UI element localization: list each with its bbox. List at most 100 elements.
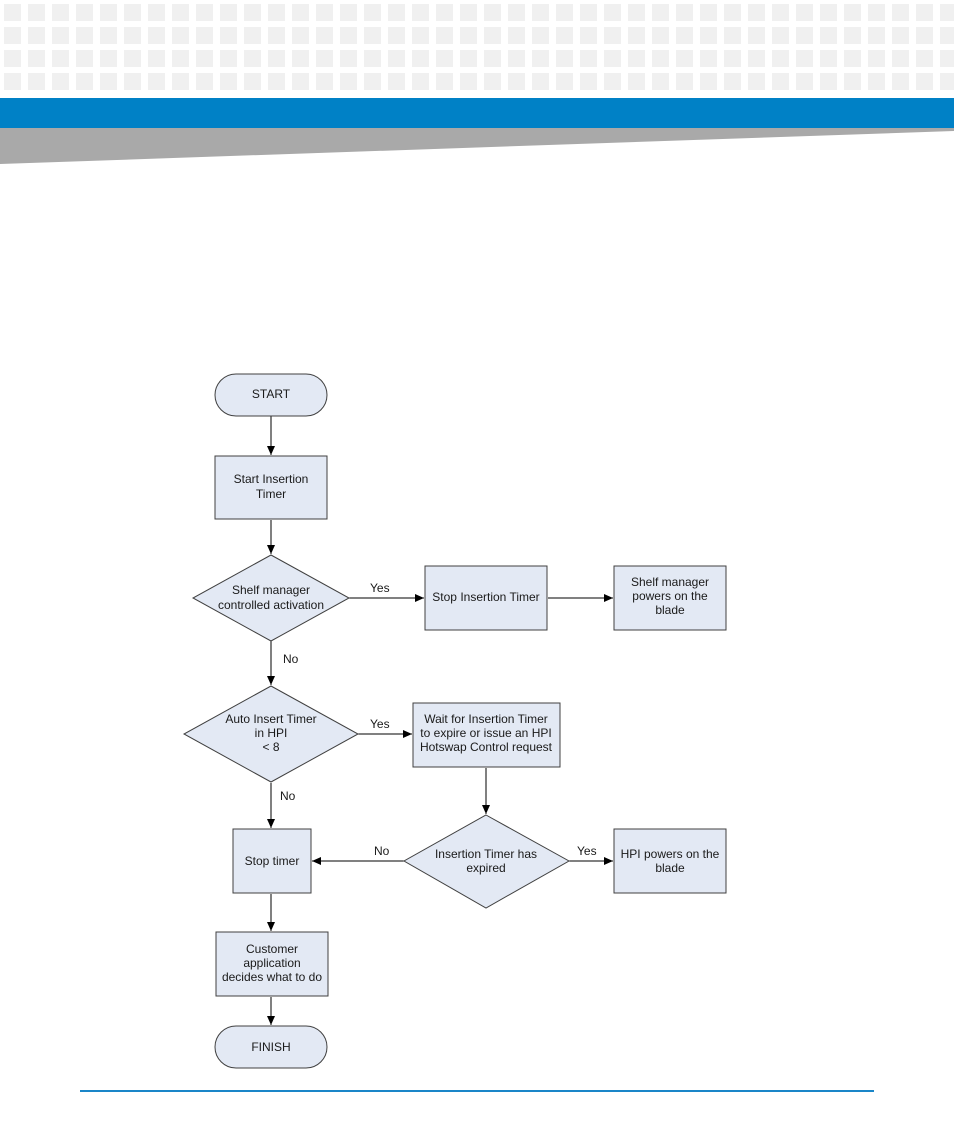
header-tile xyxy=(172,73,189,90)
header-tile xyxy=(460,4,477,21)
header-tile xyxy=(268,73,285,90)
header-tile xyxy=(868,4,885,21)
header-tile xyxy=(772,50,789,67)
header-tile xyxy=(148,27,165,44)
header-tile xyxy=(28,50,45,67)
header-tile xyxy=(52,4,69,21)
header-grey-wedge xyxy=(0,128,954,164)
header-tile xyxy=(604,50,621,67)
header-tile xyxy=(796,73,813,90)
header-tile xyxy=(148,73,165,90)
header-tile xyxy=(652,4,669,21)
header-tile xyxy=(916,50,933,67)
header-tile xyxy=(484,4,501,21)
header-tile xyxy=(28,73,45,90)
header-tile xyxy=(4,4,21,21)
label-expired-yes: Yes xyxy=(577,844,597,858)
header-tile xyxy=(844,4,861,21)
header-tile xyxy=(460,27,477,44)
node-label: Stop timer xyxy=(245,854,300,868)
node-label-line: Wait for Insertion Timer xyxy=(424,712,548,726)
header-tile xyxy=(844,50,861,67)
header-tile xyxy=(196,50,213,67)
header-tile xyxy=(412,73,429,90)
header-tile xyxy=(100,27,117,44)
header-tile xyxy=(844,73,861,90)
header-tile xyxy=(196,27,213,44)
header-tile xyxy=(340,4,357,21)
header-tile xyxy=(76,73,93,90)
header-tile xyxy=(412,4,429,21)
header-tile xyxy=(556,73,573,90)
label-shelf-yes: Yes xyxy=(370,581,390,595)
header-tile xyxy=(940,73,954,90)
header-tile xyxy=(604,4,621,21)
header-tile xyxy=(484,50,501,67)
label-auto-no: No xyxy=(280,789,296,803)
header-tile xyxy=(916,73,933,90)
header-tile xyxy=(628,4,645,21)
header-tile xyxy=(124,4,141,21)
node-label-line: Customer xyxy=(246,942,298,956)
header-tile xyxy=(892,50,909,67)
node-label-line: Start Insertion xyxy=(234,472,309,486)
header-tile xyxy=(700,50,717,67)
header-tile xyxy=(292,50,309,67)
header-tile xyxy=(76,50,93,67)
header-tile xyxy=(484,73,501,90)
label-shelf-no: No xyxy=(283,652,299,666)
header-tile xyxy=(580,4,597,21)
header-tile xyxy=(724,50,741,67)
node-label: Stop Insertion Timer xyxy=(432,590,539,604)
header-tile xyxy=(700,27,717,44)
header-tile xyxy=(892,73,909,90)
node-label-line: blade xyxy=(655,603,685,617)
header-tile xyxy=(532,50,549,67)
header-tile xyxy=(148,4,165,21)
header-tile xyxy=(292,27,309,44)
node-stop-timer: Stop timer xyxy=(232,828,312,894)
header-tile xyxy=(820,50,837,67)
header-tile xyxy=(820,27,837,44)
header-tile xyxy=(460,50,477,67)
header-tile xyxy=(4,73,21,90)
header-tile xyxy=(28,27,45,44)
header-tile xyxy=(220,4,237,21)
header-tile xyxy=(796,4,813,21)
node-start-label: START xyxy=(252,387,291,401)
node-label-line: powers on the xyxy=(632,589,708,603)
header-tile xyxy=(292,73,309,90)
header-tile xyxy=(796,27,813,44)
header-tile xyxy=(436,73,453,90)
header-tile xyxy=(100,50,117,67)
header-tile xyxy=(340,50,357,67)
header-tile xyxy=(316,73,333,90)
header-tile xyxy=(220,73,237,90)
header-tile xyxy=(124,73,141,90)
header-tile xyxy=(196,4,213,21)
node-finish: FINISH xyxy=(214,1025,328,1069)
header-tile xyxy=(76,27,93,44)
label-expired-no: No xyxy=(374,844,390,858)
header-tile xyxy=(340,27,357,44)
header-tile xyxy=(892,27,909,44)
header-tile xyxy=(292,4,309,21)
header-tile xyxy=(652,27,669,44)
header-tile xyxy=(340,73,357,90)
header-tile xyxy=(268,50,285,67)
header-tile xyxy=(244,27,261,44)
header-tile xyxy=(316,27,333,44)
header-tile xyxy=(100,73,117,90)
header-tile xyxy=(652,73,669,90)
header-tile xyxy=(532,27,549,44)
header-tile xyxy=(892,4,909,21)
node-label-line: HPI powers on the xyxy=(621,847,720,861)
header-tile xyxy=(220,50,237,67)
